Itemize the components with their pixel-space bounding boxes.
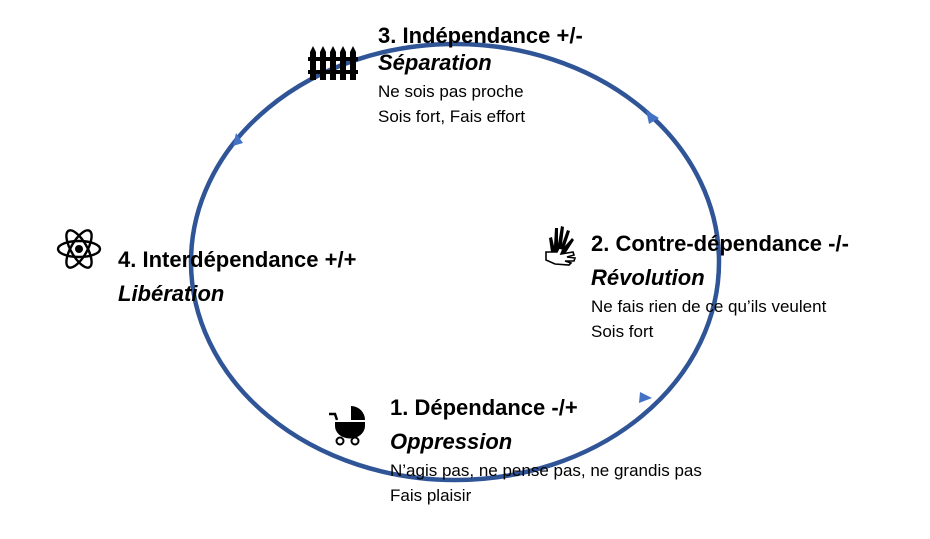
stage-line: Sois fort, Fais effort [378, 107, 526, 126]
fence-icon [308, 46, 358, 80]
stage-title: 1. Dépendance -/+ [390, 395, 578, 420]
stage-subtitle: Révolution [591, 265, 705, 290]
stage-line: Sois fort [591, 322, 654, 341]
stage-2-contre-dependance: 2. Contre-dépendance -/- Révolution Ne f… [591, 230, 849, 344]
stage-line: N’agis pas, ne pense pas, ne grandis pas [390, 461, 702, 480]
arrow-icon [639, 392, 652, 403]
baby-carriage-icon [329, 406, 365, 446]
stage-subtitle: Séparation [378, 50, 492, 75]
arrow-icon [646, 110, 659, 124]
hands-icon [545, 226, 577, 266]
stage-subtitle: Oppression [390, 429, 513, 454]
stage-title: 2. Contre-dépendance -/- [591, 231, 849, 256]
atom-icon [56, 229, 102, 269]
stage-subtitle: Libération [118, 281, 225, 306]
stage-line: Ne sois pas proche [378, 82, 524, 101]
arrow-icon [233, 133, 243, 146]
stage-line: Ne fais rien de ce qu’ils veulent [591, 297, 827, 316]
stage-3-independance: 3. Indépendance +/- Séparation Ne sois p… [378, 22, 583, 129]
stage-title: 3. Indépendance +/- [378, 23, 583, 48]
stage-title: 4. Interdépendance +/+ [118, 247, 357, 272]
cycle-ellipse [188, 41, 722, 483]
stage-1-dependance: 1. Dépendance -/+ Oppression N’agis pas,… [390, 394, 702, 508]
stage-line: Fais plaisir [390, 486, 472, 505]
stage-4-interdependance: 4. Interdépendance +/+ Libération [118, 246, 356, 307]
